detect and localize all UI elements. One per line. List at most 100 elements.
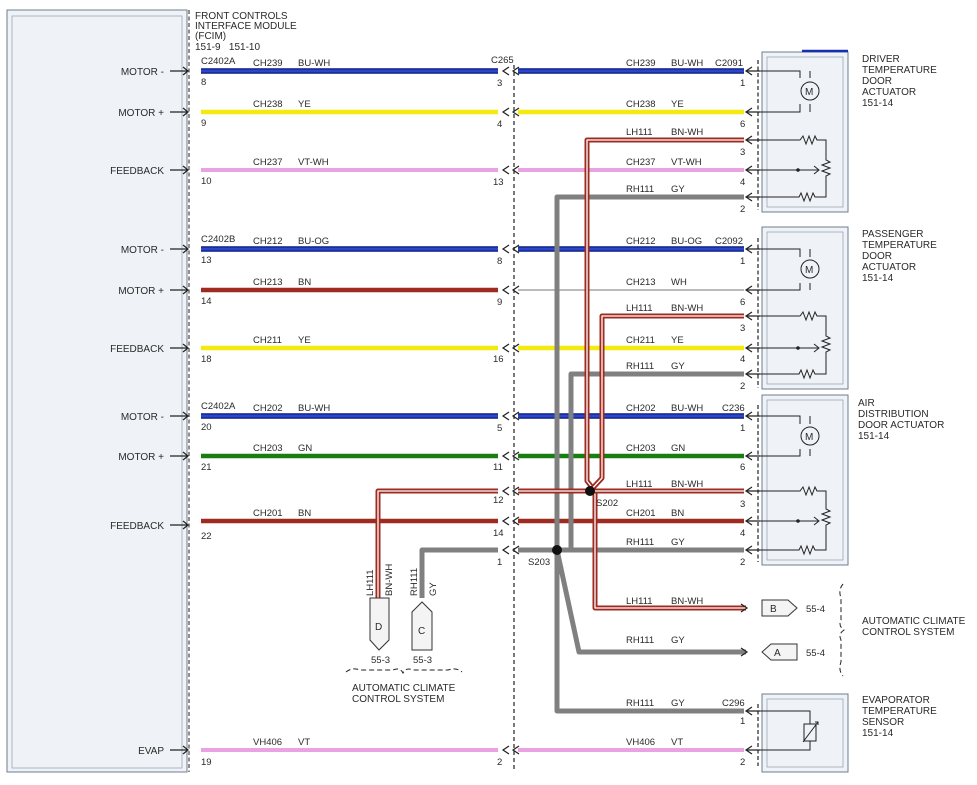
circuit-label: RH111 bbox=[626, 635, 654, 646]
pin-number: 1 bbox=[740, 423, 745, 434]
passenger-temperature-door-actuator: M bbox=[760, 226, 849, 390]
resistor-ladder bbox=[760, 310, 832, 380]
component-name-line: DISTRIBUTION bbox=[858, 409, 929, 420]
pin-number: 3 bbox=[740, 323, 745, 334]
offpage-connectors-right: B 55-4 A 55-4 AUTOMATIC CLIMATE CONTROL … bbox=[740, 583, 966, 677]
component-name-line: DOOR bbox=[862, 76, 892, 87]
pin-label-motor-minus: MOTOR - bbox=[121, 412, 164, 423]
wire-brown-white bbox=[375, 488, 498, 598]
color-label: BN bbox=[671, 508, 684, 519]
pin-number: 20 bbox=[201, 422, 212, 433]
pin-label-motor-minus: MOTOR - bbox=[121, 245, 164, 256]
wiper-arrow-icon bbox=[813, 165, 820, 175]
inline-pin: 2 bbox=[497, 757, 502, 768]
offpage-connector-d[interactable] bbox=[369, 597, 390, 651]
pin-number: 21 bbox=[201, 462, 212, 473]
offpage-letter: C bbox=[418, 626, 425, 637]
color-label: YE bbox=[298, 335, 311, 346]
inline-pin: 1 bbox=[497, 557, 502, 568]
pin-arrow bbox=[744, 135, 760, 145]
color-label: BU-WH bbox=[671, 58, 703, 69]
thermistor-circuit bbox=[760, 710, 819, 751]
connector-label-c2091: C2091 bbox=[715, 58, 743, 69]
offpage-arrows bbox=[740, 603, 749, 657]
motor-leads bbox=[760, 70, 811, 113]
circuit-label: CH211 bbox=[253, 335, 282, 346]
bottom-brace bbox=[345, 668, 463, 675]
connector-label-c2402a: C2402A bbox=[201, 401, 236, 412]
thermistor-slash bbox=[802, 721, 819, 743]
offpage-letter: B bbox=[770, 604, 777, 615]
color-label: GY bbox=[671, 184, 685, 195]
inline-chevron bbox=[501, 516, 520, 526]
inline-chevron bbox=[501, 107, 520, 117]
color-label: BU-WH bbox=[298, 58, 330, 69]
c265-chevrons bbox=[501, 66, 520, 755]
component-name-line: EVAPORATOR bbox=[862, 695, 930, 706]
connector-label-c2402a: C2402A bbox=[201, 56, 236, 67]
component-inner-border bbox=[766, 698, 844, 768]
fcim-module: FRONT CONTROLS INTERFACE MODULE (FCIM) 1… bbox=[6, 9, 297, 773]
right-pin-numbers: 1 6 3 4 2 1 6 3 4 2 1 6 3 4 2 1 2 bbox=[740, 78, 745, 768]
color-label: BU-WH bbox=[298, 403, 330, 414]
pin-arrow bbox=[744, 369, 760, 379]
color-label: YE bbox=[298, 99, 311, 110]
junction-dot bbox=[796, 346, 800, 350]
fcim-title-line-1: FRONT CONTROLS bbox=[195, 11, 288, 22]
circuit-label: CH238 bbox=[626, 99, 656, 110]
component-name-line: DOOR bbox=[862, 251, 892, 262]
motor-symbol: M bbox=[805, 432, 813, 443]
connector-label-c296: C296 bbox=[722, 698, 745, 709]
component-names: DRIVER TEMPERATURE DOOR ACTUATOR 151-14 … bbox=[858, 54, 944, 739]
inline-pin: 12 bbox=[493, 495, 504, 506]
component-name-line: ACTUATOR bbox=[862, 87, 916, 98]
pin-number: 3 bbox=[740, 147, 745, 158]
component-inner-border bbox=[766, 56, 844, 208]
fcim-module-box bbox=[6, 9, 188, 773]
offpage-connector-b[interactable] bbox=[761, 599, 798, 617]
inline-chevron bbox=[501, 343, 520, 353]
splice-s202-label: S202 bbox=[596, 498, 618, 509]
component-name-line: TEMPERATURE bbox=[862, 706, 937, 717]
component-ref: 151-14 bbox=[862, 728, 894, 739]
motor-circuit bbox=[760, 415, 820, 457]
offpage-ref: 55-4 bbox=[806, 648, 825, 659]
pin-label-feedback: FEEDBACK bbox=[110, 344, 164, 355]
circuit-label: CH201 bbox=[253, 508, 283, 519]
pin-arrow bbox=[170, 285, 189, 295]
circuit-label: LH111 bbox=[626, 303, 653, 314]
color-label: GN bbox=[671, 443, 685, 454]
color-label: GY bbox=[671, 635, 685, 646]
resistor-ladder bbox=[760, 485, 832, 556]
wire-gray-rh111 bbox=[419, 547, 498, 598]
color-label: GY bbox=[671, 698, 685, 709]
inline-pin: 4 bbox=[497, 119, 502, 130]
pin-arrow bbox=[744, 311, 760, 321]
component-name-line: DRIVER bbox=[862, 54, 900, 65]
wire-brown-white bbox=[588, 313, 744, 493]
circuit-label: LH111 bbox=[626, 479, 653, 490]
pin-arrow bbox=[744, 165, 760, 175]
fcim-pin-arrows bbox=[170, 66, 189, 755]
fcim-pin-numbers: 8 9 10 13 14 18 20 21 22 19 C2402A C2402… bbox=[201, 56, 236, 768]
circuit-label: CH213 bbox=[626, 277, 656, 288]
inline-pin: 14 bbox=[493, 528, 504, 539]
color-label: BN bbox=[298, 277, 311, 288]
potentiometer-circuit bbox=[760, 485, 832, 556]
color-label: WH bbox=[671, 277, 687, 288]
offpage-ref: 55-4 bbox=[806, 604, 825, 615]
pin-number: 4 bbox=[740, 528, 745, 539]
splice-s202 bbox=[585, 486, 595, 496]
pin-label-feedback: FEEDBACK bbox=[110, 521, 164, 532]
color-label: VT bbox=[298, 737, 310, 748]
offpage-connector-a[interactable] bbox=[761, 643, 798, 661]
color-label: GN bbox=[298, 443, 312, 454]
pin-arrow bbox=[740, 647, 749, 657]
pin-arrow bbox=[744, 285, 760, 295]
pin-arrow bbox=[744, 411, 760, 421]
offpage-connector-c[interactable] bbox=[411, 601, 433, 651]
junction-dot bbox=[796, 519, 800, 523]
color-label: YE bbox=[671, 99, 684, 110]
thermistor-icon bbox=[803, 723, 817, 742]
pin-number: 2 bbox=[740, 381, 745, 392]
